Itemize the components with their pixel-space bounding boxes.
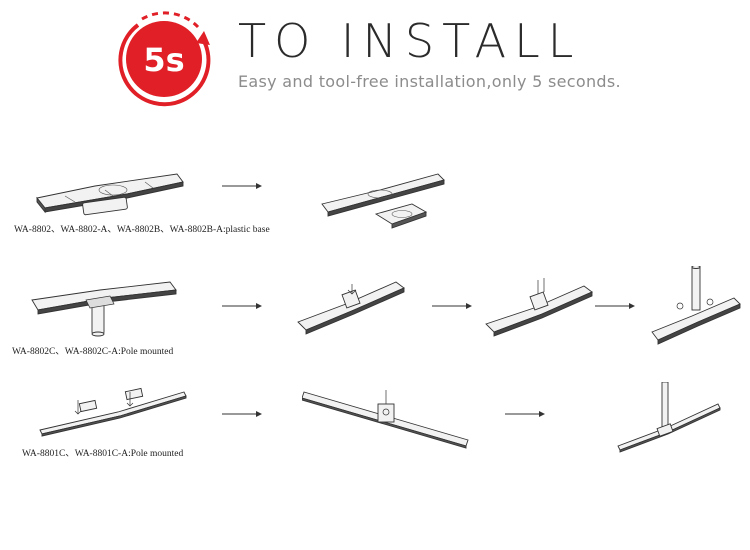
page-title: TO INSTALL	[238, 14, 582, 68]
row3-step2-illustration	[302, 390, 469, 449]
row2-step1-illustration	[31, 281, 177, 337]
row3-step3-illustration	[617, 382, 721, 453]
arrow-right-icon	[595, 303, 635, 309]
row2-step3-illustration	[485, 278, 593, 337]
arrow-right-icon	[222, 303, 262, 309]
row2-step2-illustration	[297, 281, 405, 335]
arrow-right-icon	[222, 411, 262, 417]
row1-caption: WA-8802、WA-8802-A、WA-8802B、WA-8802B-A:pl…	[14, 225, 270, 235]
row1-step1-illustration	[36, 173, 184, 216]
row3-caption: WA-8801C、WA-8801C-A:Pole mounted	[22, 449, 184, 459]
row2-caption: WA-8802C、WA-8802C-A:Pole mounted	[12, 347, 174, 357]
timer-badge-icon: 5s	[118, 11, 211, 107]
arrow-right-icon	[432, 303, 472, 309]
row3-step1-illustration	[39, 387, 187, 437]
arrow-right-icon	[222, 183, 262, 189]
page-subtitle: Easy and tool-free installation,only 5 s…	[238, 72, 621, 91]
badge-text: 5s	[143, 41, 184, 79]
row2-step4-illustration	[651, 266, 741, 345]
arrow-right-icon	[505, 411, 545, 417]
row1-step2-illustration	[321, 173, 445, 229]
